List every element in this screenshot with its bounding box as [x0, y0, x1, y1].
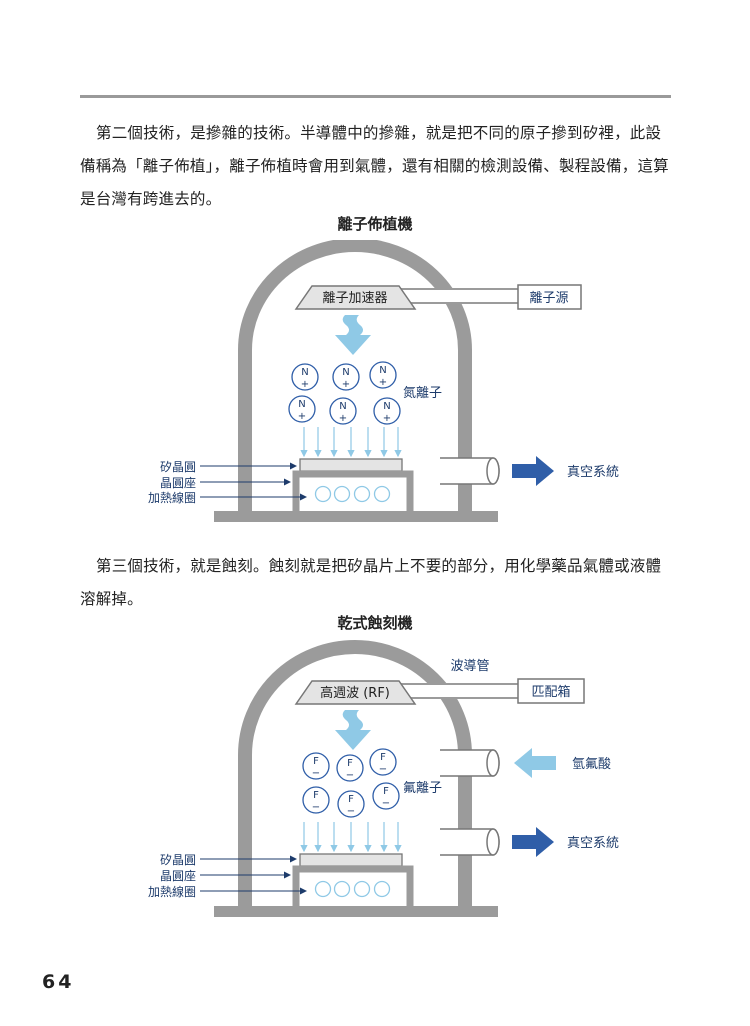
- ion: F−: [302, 752, 330, 780]
- label-heater: 加熱線圈: [148, 490, 196, 505]
- svg-text:N: N: [342, 367, 349, 378]
- ion-source-label: 離子源: [529, 291, 568, 306]
- label-holder: 晶圓座: [160, 475, 196, 490]
- svg-text:−: −: [312, 768, 320, 779]
- paragraph-doping: 第二個技術，是摻雜的技術。半導體中的摻雜，就是把不同的原子摻到矽裡，此設備稱為「…: [80, 124, 669, 208]
- svg-text:F: F: [313, 790, 319, 801]
- ion: F−: [337, 790, 365, 818]
- silicon-wafer: [299, 853, 403, 867]
- accelerator: [294, 285, 417, 310]
- svg-text:F: F: [380, 752, 386, 763]
- ion: N+: [291, 363, 319, 391]
- svg-text:+: +: [301, 379, 309, 390]
- ion: F−: [302, 786, 330, 814]
- svg-text:+: +: [342, 379, 350, 390]
- vacuum-arrow: [512, 827, 554, 857]
- ion: F−: [369, 748, 397, 776]
- svg-text:−: −: [312, 802, 320, 813]
- svg-text:N: N: [383, 401, 390, 412]
- ion: N+: [329, 397, 357, 425]
- heating-coil: [314, 485, 391, 503]
- ion-source-box: [517, 284, 582, 310]
- label-wafer: 矽晶圓: [160, 459, 196, 474]
- svg-text:N: N: [301, 367, 308, 378]
- svg-text:F: F: [383, 786, 389, 797]
- svg-text:−: −: [382, 798, 390, 809]
- label-heater: 加熱線圈: [148, 884, 196, 899]
- chamber-base: [214, 906, 498, 917]
- source-pipe: [394, 288, 521, 304]
- svg-text:−: −: [347, 806, 355, 817]
- vacuum-label: 真空系統: [567, 465, 619, 480]
- wafer-holder: [292, 865, 414, 908]
- svg-text:−: −: [379, 764, 387, 775]
- svg-text:F: F: [347, 758, 353, 769]
- ion-beam-arrow: [335, 315, 371, 355]
- svg-text:F: F: [313, 756, 319, 767]
- dry-etcher-diagram: 波導管 匹配箱 高週波 (RF) F− F− F− F− F− F− 氟離子 矽…: [148, 640, 619, 917]
- top-rule: [80, 95, 671, 98]
- ion: F−: [336, 754, 364, 782]
- matching-box: [517, 678, 585, 704]
- label-holder: 晶圓座: [160, 868, 196, 883]
- vacuum-chamber: [238, 240, 472, 514]
- fluorine-ion-label: 氟離子: [403, 781, 442, 796]
- waveguide-pipe: [394, 683, 521, 699]
- ion: N+: [332, 363, 360, 391]
- vacuum-label: 真空系統: [567, 836, 619, 851]
- plasma-lines: [300, 822, 402, 853]
- svg-text:+: +: [383, 413, 391, 424]
- svg-text:−: −: [346, 770, 354, 781]
- svg-text:+: +: [298, 411, 306, 422]
- etch-chamber: [238, 640, 472, 909]
- diagram-title-dry-etcher: 乾式蝕刻機: [337, 614, 413, 632]
- svg-text:N: N: [298, 399, 305, 410]
- ion-implanter-diagram: 離子源 離子加速器 N+ N+ N+ N+ N+ N+ 氮離子 矽晶圓 晶圓座 …: [148, 240, 619, 522]
- svg-text:+: +: [379, 377, 387, 388]
- ion: N+: [369, 361, 397, 389]
- wafer-holder: [292, 470, 414, 513]
- ion: N+: [288, 395, 316, 423]
- diagram-title-ion-implanter: 離子佈植機: [337, 215, 413, 233]
- svg-text:N: N: [339, 401, 346, 412]
- chamber-base: [214, 511, 498, 522]
- page-number: 64: [42, 971, 75, 993]
- svg-text:N: N: [379, 365, 386, 376]
- matching-box-label: 匹配箱: [531, 684, 570, 700]
- svg-text:+: +: [339, 413, 347, 424]
- ion: F−: [372, 782, 400, 810]
- beam-lines: [300, 427, 402, 458]
- ion: N+: [373, 397, 401, 425]
- gas-label: 氫氟酸: [572, 757, 611, 772]
- vacuum-arrow: [512, 456, 554, 486]
- svg-text:F: F: [348, 794, 354, 805]
- silicon-wafer: [299, 458, 403, 472]
- plasma-arrow: [335, 710, 371, 750]
- gas-inlet-arrow: [514, 748, 556, 778]
- accelerator-label: 離子加速器: [322, 291, 387, 306]
- heating-coil: [314, 880, 391, 898]
- label-wafer: 矽晶圓: [160, 852, 196, 867]
- rf-source: [294, 680, 417, 705]
- nitrogen-ion-label: 氮離子: [403, 386, 442, 401]
- paragraph-etching: 第三個技術，就是蝕刻。蝕刻就是把矽晶片上不要的部分，用化學藥品氣體或液體溶解掉。: [80, 557, 662, 608]
- rf-label: 高週波 (RF): [320, 685, 390, 701]
- waveguide-label: 波導管: [450, 659, 489, 674]
